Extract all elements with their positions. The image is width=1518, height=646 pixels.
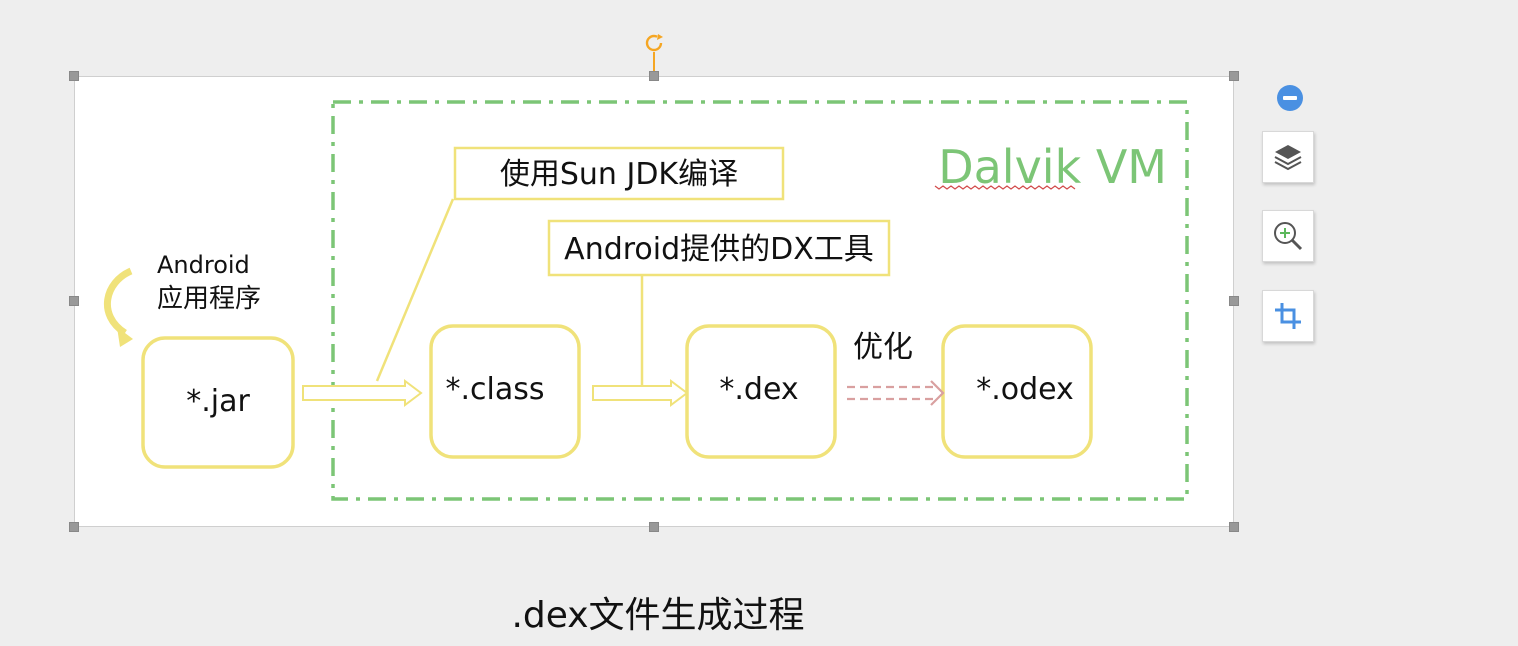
resize-handle-left[interactable] — [69, 296, 79, 306]
resize-handle-bottom-left[interactable] — [69, 522, 79, 532]
resize-handle-bottom[interactable] — [649, 522, 659, 532]
resize-handle-top[interactable] — [649, 71, 659, 81]
image-caption[interactable]: .dex文件生成过程 — [511, 595, 805, 636]
callout-dx-label: Android提供的DX工具 — [564, 232, 874, 267]
optimize-label: 优化 — [853, 330, 913, 365]
crop-icon — [1275, 303, 1301, 329]
dalvik-vm-boundary — [331, 100, 1189, 501]
callout-compile-label: 使用Sun JDK编译 — [500, 157, 738, 192]
spellcheck-underline — [934, 185, 1076, 190]
resize-handle-bottom-right[interactable] — [1229, 522, 1239, 532]
node-jar — [141, 336, 295, 469]
layers-button[interactable] — [1262, 131, 1314, 183]
node-odex-label: *.odex — [976, 372, 1074, 407]
resize-handle-top-right[interactable] — [1229, 71, 1239, 81]
callout-compile-box — [453, 146, 785, 201]
resize-handle-top-left[interactable] — [69, 71, 79, 81]
callout-compile-pointer — [375, 198, 455, 382]
rotate-handle-stem — [653, 52, 655, 72]
zoom-in-button[interactable] — [1262, 210, 1314, 262]
resize-handle-right[interactable] — [1229, 296, 1239, 306]
callout-dx-box — [547, 219, 891, 277]
node-dex-label: *.dex — [719, 372, 798, 407]
dalvik-vm-label: Dalvik VM — [938, 140, 1167, 194]
app-label-line2: 应用程序 — [157, 284, 261, 314]
selected-image[interactable]: Dalvik VM Android 应用程序 使用Sun JDK编译 Andro… — [74, 76, 1234, 527]
arrow-jar-to-class — [302, 379, 423, 407]
crop-button[interactable] — [1262, 290, 1314, 342]
node-jar-label: *.jar — [186, 384, 250, 419]
layers-icon — [1274, 145, 1302, 171]
rotate-handle-icon[interactable] — [643, 31, 665, 55]
zoom-in-icon — [1274, 222, 1303, 251]
node-dex — [685, 324, 837, 459]
arrow-class-to-dex — [592, 379, 689, 407]
node-class-label: *.class — [445, 372, 544, 407]
curved-arrow-icon — [104, 267, 133, 336]
app-label-line1: Android — [157, 251, 250, 279]
arrow-dex-to-odex — [847, 385, 933, 401]
dex-generation-diagram: Dalvik VM Android 应用程序 使用Sun JDK编译 Andro… — [104, 100, 1189, 501]
minus-circle-icon[interactable] — [1276, 84, 1304, 112]
node-class — [429, 324, 581, 459]
arrow-dex-to-odex-head — [930, 380, 945, 406]
